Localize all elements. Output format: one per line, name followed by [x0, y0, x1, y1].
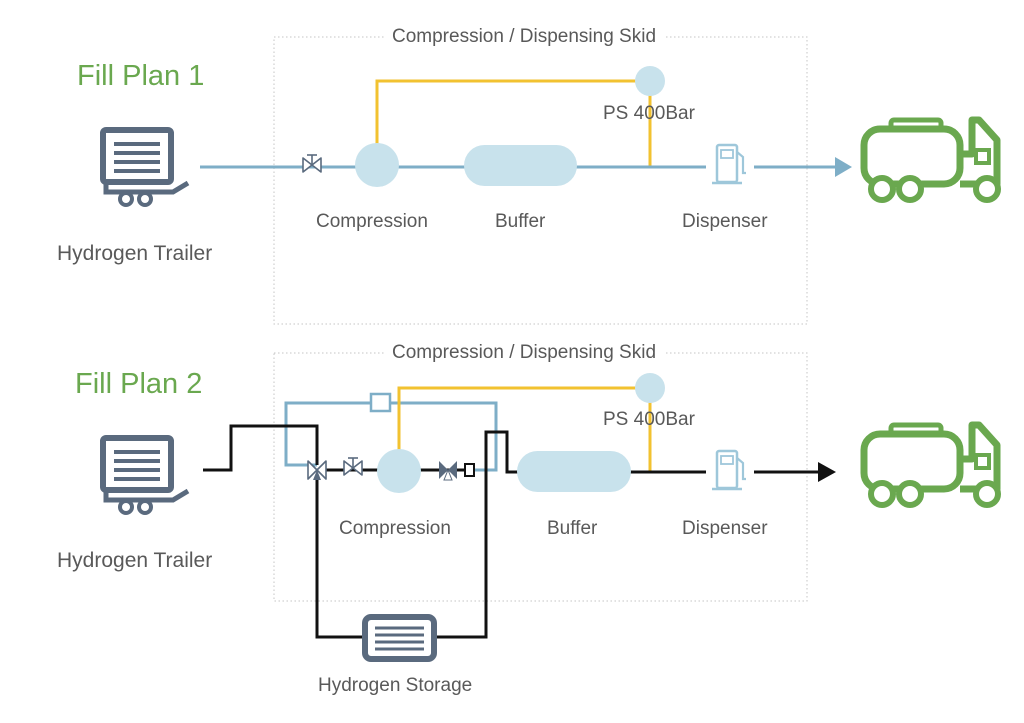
plan2-truck-icon: [864, 425, 998, 505]
plan1-skid-label: Compression / Dispensing Skid: [384, 26, 665, 48]
plan2-compressor: [377, 449, 421, 493]
plan2-trailer-line: [203, 424, 319, 472]
plan2-outlet-valve-icon: [439, 461, 457, 481]
plan2-skid-boundary: [273, 352, 808, 602]
plan1-trailer-icon: [103, 130, 188, 205]
plan1-valve-icon: [302, 154, 322, 173]
plan2-sensor-label: PS 400Bar: [603, 409, 695, 430]
plan2-buffer-tank: [517, 451, 631, 492]
plan2-compression-label: Compression: [339, 518, 451, 539]
plan2-trailer-icon: [103, 438, 188, 513]
plan1-sensor-line: [375, 79, 650, 148]
plan2-check-valve: [464, 463, 475, 477]
plan2-trailer-label: Hydrogen Trailer: [57, 549, 213, 572]
plan1-flow-arrow: [835, 157, 852, 177]
plan2-sensor-line: [397, 386, 650, 450]
plan1-dispenser-label: Dispenser: [682, 211, 768, 232]
plan2-pressure-sensor: [635, 373, 665, 403]
plan1-pressure-sensor: [635, 66, 665, 96]
plan2-storage-label: Hydrogen Storage: [318, 675, 473, 696]
plan1-buffer-tank: [464, 145, 577, 186]
plan2-buffer-label: Buffer: [547, 518, 598, 539]
plan2-valve-icon: [343, 457, 363, 476]
plan2-storage-loop: [315, 430, 518, 639]
plan1-trailer-label: Hydrogen Trailer: [57, 242, 213, 265]
plan1-truck-icon: [864, 120, 998, 200]
plan1-compressor: [355, 143, 399, 187]
plan2-storage-icon: [362, 614, 437, 662]
plan2-title: Fill Plan 2: [75, 368, 203, 400]
plan1-skid-boundary: [273, 36, 808, 325]
plan1-sensor-label: PS 400Bar: [603, 103, 695, 124]
plan1-compression-label: Compression: [316, 211, 428, 232]
plan1-buffer-label: Buffer: [495, 211, 546, 232]
plan2-flow-arrow: [818, 462, 836, 482]
plan1-title: Fill Plan 1: [77, 60, 205, 92]
plan2-dispenser-label: Dispenser: [682, 518, 768, 539]
plan2-bypass-box: [369, 392, 392, 413]
plan2-skid-label: Compression / Dispensing Skid: [384, 342, 665, 364]
plan2-three-way-valve-icon: [307, 460, 327, 480]
